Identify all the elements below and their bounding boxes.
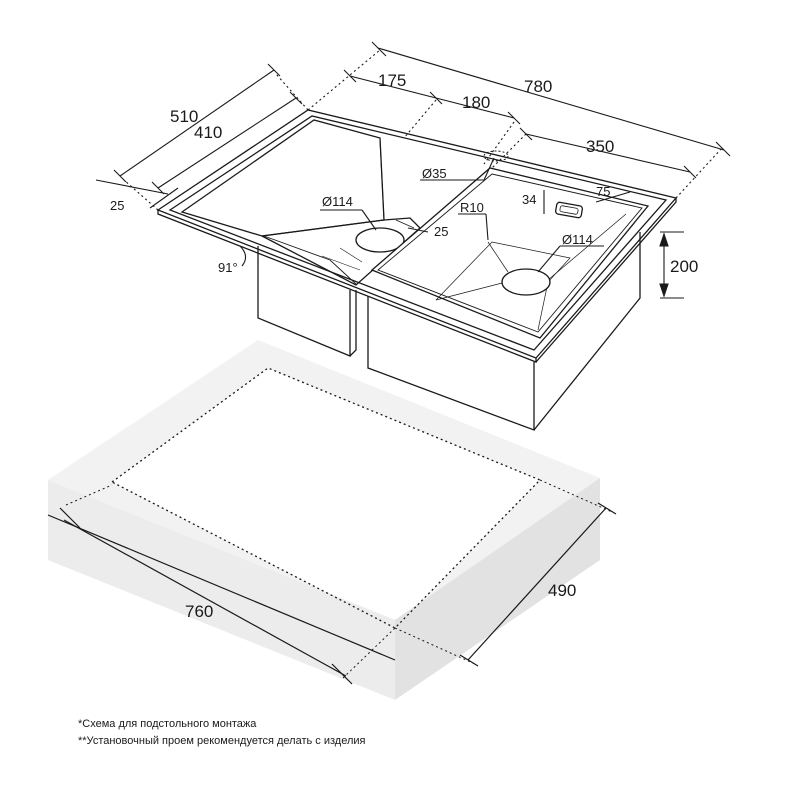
countertop xyxy=(48,340,600,700)
countertop-side-face xyxy=(395,478,600,700)
rim-width-label: 25 xyxy=(110,198,124,213)
overflow-offset-2-label: 75 xyxy=(596,184,610,199)
right-drain-label: Ø114 xyxy=(562,232,593,247)
corner-radius-label: R10 xyxy=(460,200,484,215)
sink xyxy=(156,109,678,431)
bowl-spacing-label: 180 xyxy=(462,93,490,112)
left-bowl-length-label: 175 xyxy=(378,71,406,90)
faucet-hole-label: Ø35 xyxy=(422,166,447,181)
countertop-top-face xyxy=(48,340,600,628)
right-bowl-length-label: 350 xyxy=(586,137,614,156)
dimension-490: 490 xyxy=(394,479,617,667)
dimension-labels: 780 175 180 350 510 410 25 Ø35 Ø114 25 Ø… xyxy=(110,71,698,276)
bowl-height-label: 200 xyxy=(670,257,698,276)
right-bowl-body xyxy=(367,296,535,431)
right-bowl-opening xyxy=(370,167,650,339)
left-drain xyxy=(355,227,405,253)
notes: *Схема для подстольного монтажа **Устано… xyxy=(78,716,365,750)
drain-offset-label: 25 xyxy=(434,224,448,239)
sink-rim-inner xyxy=(168,115,668,351)
bowl-depth-label: 410 xyxy=(194,123,222,142)
left-bowl-body xyxy=(257,246,351,357)
countertop-front-face xyxy=(48,480,395,700)
overall-depth-label: 510 xyxy=(170,107,198,126)
faucet-hole xyxy=(483,150,509,162)
right-drain xyxy=(501,268,551,296)
angle-label: 91° xyxy=(218,260,238,275)
cutout-length-label: 760 xyxy=(185,602,213,621)
note-underbench: *Схема для подстольного монтажа xyxy=(78,718,257,730)
overall-length-label: 780 xyxy=(524,77,552,96)
overflow-offset-1-label: 34 xyxy=(522,192,536,207)
left-drain-label: Ø114 xyxy=(322,194,353,209)
dimension-760: 760 xyxy=(47,484,396,685)
cutout-outline xyxy=(110,367,542,629)
note-cutout: **Установочный проем рекомендуется делат… xyxy=(78,735,366,747)
overflow-slot xyxy=(554,201,584,219)
sink-dimensions xyxy=(95,41,731,299)
cutout-width-label: 490 xyxy=(548,581,576,600)
